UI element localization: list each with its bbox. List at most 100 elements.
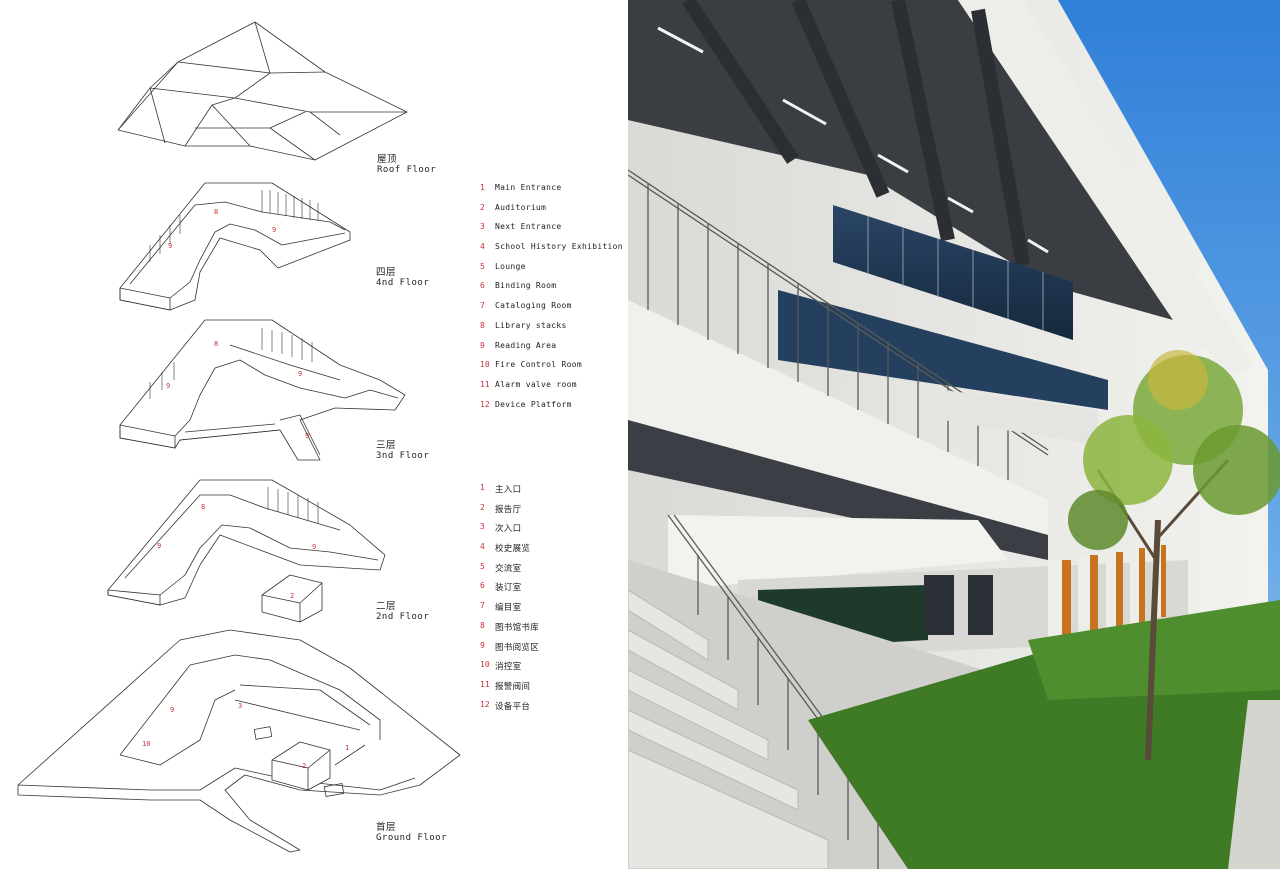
legend-item: 2 报告厅 (480, 503, 539, 523)
plan-mark: 8 (214, 340, 219, 348)
legend-item: 4 校史展览 (480, 542, 539, 562)
legend-text: Reading Area (495, 340, 557, 350)
plan-mark: 9 (272, 226, 277, 234)
soffit-lights (657, 26, 1049, 254)
landing-slab (668, 515, 1008, 590)
legend-item: 12 Device Platform (480, 400, 623, 420)
legend-item: 10 消控室 (480, 660, 539, 680)
tree (1068, 350, 1280, 761)
legend-text: Device Platform (495, 399, 572, 409)
floor-label-4th: 四层 4nd Floor (376, 267, 429, 289)
legend-text: Fire Control Room (495, 360, 582, 370)
floor-label-cn: 四层 (376, 267, 397, 278)
floor-label-cn: 二层 (376, 601, 397, 612)
legend-item: 11 Alarm valve room (480, 380, 623, 400)
legend-text: 校史展览 (495, 544, 531, 555)
plan-mark: 8 (214, 208, 219, 216)
plan-mark: 1 (345, 744, 350, 752)
upper-windows (833, 205, 1073, 340)
roof-soffit (628, 0, 1173, 320)
legend-text: Cataloging Room (495, 301, 572, 311)
legend-number: 10 (480, 660, 490, 670)
floor-label-3rd: 三层 3nd Floor (376, 440, 429, 462)
plan-mark: 9 (170, 706, 175, 714)
side-path (1228, 700, 1280, 869)
plan-mark: 8 (201, 503, 206, 511)
legend-number: 4 (480, 242, 485, 252)
plan-mark: 2 (302, 762, 307, 770)
legend-number: 9 (480, 340, 485, 350)
legend-number: 12 (480, 399, 490, 409)
legend-item: 7 编目室 (480, 601, 539, 621)
legend-number: 2 (480, 202, 485, 212)
plan-mark: 2 (290, 592, 295, 600)
door (924, 575, 954, 635)
legend-number: 6 (480, 581, 485, 591)
floor-label-roof: 屋顶 Roof Floor (377, 154, 436, 176)
plan-mark: 9 (312, 543, 317, 551)
window-mullions (867, 216, 1044, 330)
legend-text: 次入口 (495, 524, 522, 535)
legend-text: Auditorium (495, 202, 547, 212)
floor-label-en: Ground Floor (376, 833, 448, 843)
legend-text: 交流室 (495, 563, 522, 574)
legend-text: Binding Room (495, 281, 557, 291)
legend-text: 消控室 (495, 662, 522, 673)
fourth-floor-drawing (119, 182, 351, 311)
legend-item: 5 交流室 (480, 562, 539, 582)
legend-text: Main Entrance (495, 183, 562, 192)
floor-label-cn: 三层 (376, 440, 397, 451)
legend-item: 3 次入口 (480, 522, 539, 542)
legend-number: 3 (480, 522, 485, 532)
floor-label-cn: 屋顶 (377, 154, 398, 165)
plan-mark: 9 (168, 242, 173, 250)
legend-number: 10 (480, 360, 490, 370)
legend-text: School History Exhibition (495, 242, 623, 252)
floor-plan-panel: 屋顶 Roof Floor 四层 4nd Floor 三层 3nd Floor … (0, 0, 628, 869)
legend-text: Alarm valve room (495, 379, 577, 389)
legend-number: 7 (480, 601, 485, 611)
balcony (943, 390, 1098, 445)
floor-label-en: 2nd Floor (376, 612, 430, 622)
legend-number: 2 (480, 502, 485, 512)
legend-text: Next Entrance (495, 222, 562, 232)
legend-number: 11 (480, 379, 490, 389)
plan-mark: 10 (142, 740, 151, 748)
legend-number: 7 (480, 301, 485, 311)
floor-label-2nd: 二层 2nd Floor (376, 601, 430, 623)
legend-item: 7 Cataloging Room (480, 301, 623, 321)
legend-text: 报告厅 (495, 504, 522, 515)
second-floor-drawing (107, 479, 386, 623)
lower-stair-steps (628, 589, 829, 869)
legend-item: 10 Fire Control Room (480, 360, 623, 380)
ground-floor-drawing (17, 629, 461, 853)
axonometric-drawings (17, 21, 461, 853)
plan-mark: 9 (305, 432, 310, 440)
plan-mark: 9 (157, 542, 162, 550)
middle-windows (778, 290, 1108, 410)
legend-number: 5 (480, 261, 485, 271)
legend-item: 2 Auditorium (480, 203, 623, 223)
legend-number: 4 (480, 542, 485, 552)
legend-number: 9 (480, 640, 485, 650)
legend-text: 设备平台 (495, 701, 531, 712)
legend-text: 编目室 (495, 603, 522, 614)
roof-drawing (117, 21, 408, 161)
building-photo (628, 0, 1280, 869)
legend-number: 8 (480, 320, 485, 330)
third-floor-drawing (119, 319, 406, 461)
roof-edge (958, 0, 1253, 375)
legend-number: 5 (480, 561, 485, 571)
upper-stair-flight (628, 300, 1048, 535)
